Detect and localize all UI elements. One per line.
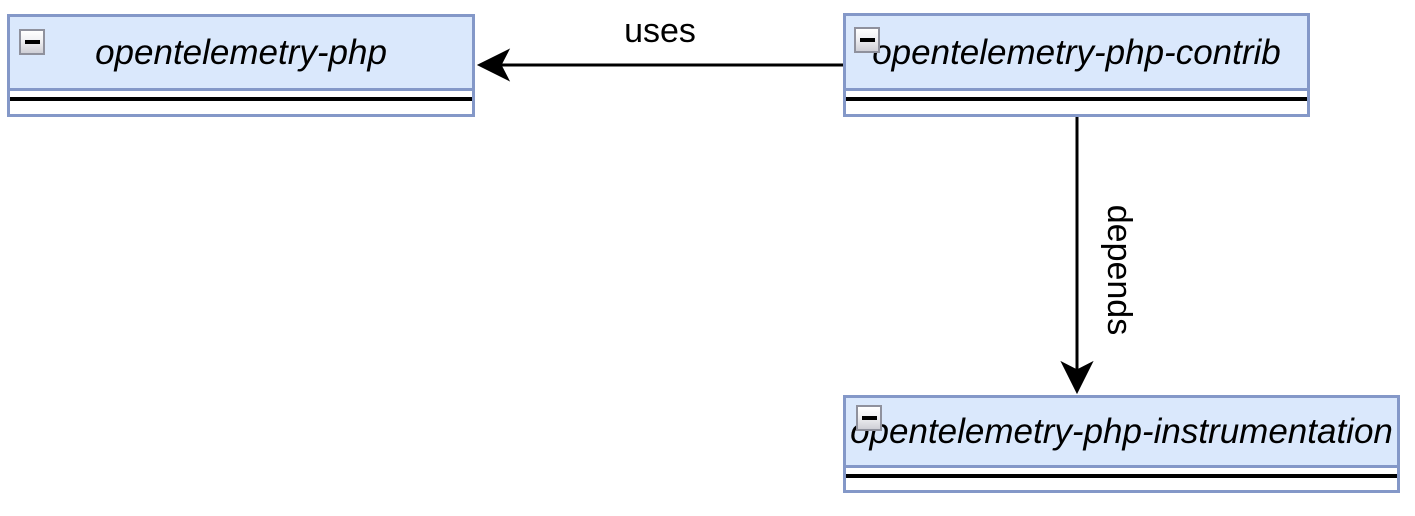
node-label: opentelemetry-php-contrib [872, 32, 1281, 72]
minus-icon [859, 38, 875, 42]
compartment-divider [846, 474, 1397, 478]
node-label: opentelemetry-php-instrumentation [850, 412, 1393, 451]
node-opentelemetry-php-contrib[interactable]: opentelemetry-php-contrib [843, 13, 1310, 117]
node-label: opentelemetry-php [95, 33, 387, 72]
edge-depends [1060, 117, 1094, 395]
node-title-bar: opentelemetry-php [10, 17, 472, 91]
node-opentelemetry-php-instrumentation[interactable]: opentelemetry-php-instrumentation [843, 395, 1400, 493]
node-title-bar: opentelemetry-php-contrib [846, 16, 1307, 91]
edge-uses [476, 48, 843, 82]
node-title-bar: opentelemetry-php-instrumentation [846, 398, 1397, 468]
minus-icon [24, 40, 40, 44]
compartment-divider [10, 97, 472, 101]
node-compartment [10, 91, 472, 114]
compartment-divider [846, 97, 1307, 101]
minus-icon [861, 416, 877, 420]
collapse-button[interactable] [19, 29, 45, 55]
collapse-button[interactable] [854, 27, 880, 53]
node-compartment [846, 91, 1307, 114]
node-compartment [846, 468, 1397, 490]
edge-depends-arrowhead-icon [1060, 360, 1094, 395]
edge-uses-arrowhead-icon [476, 48, 511, 82]
collapse-button[interactable] [856, 405, 882, 431]
edge-label-uses: uses [624, 12, 696, 50]
node-opentelemetry-php[interactable]: opentelemetry-php [7, 14, 475, 117]
edge-label-depends: depends [1100, 204, 1138, 336]
